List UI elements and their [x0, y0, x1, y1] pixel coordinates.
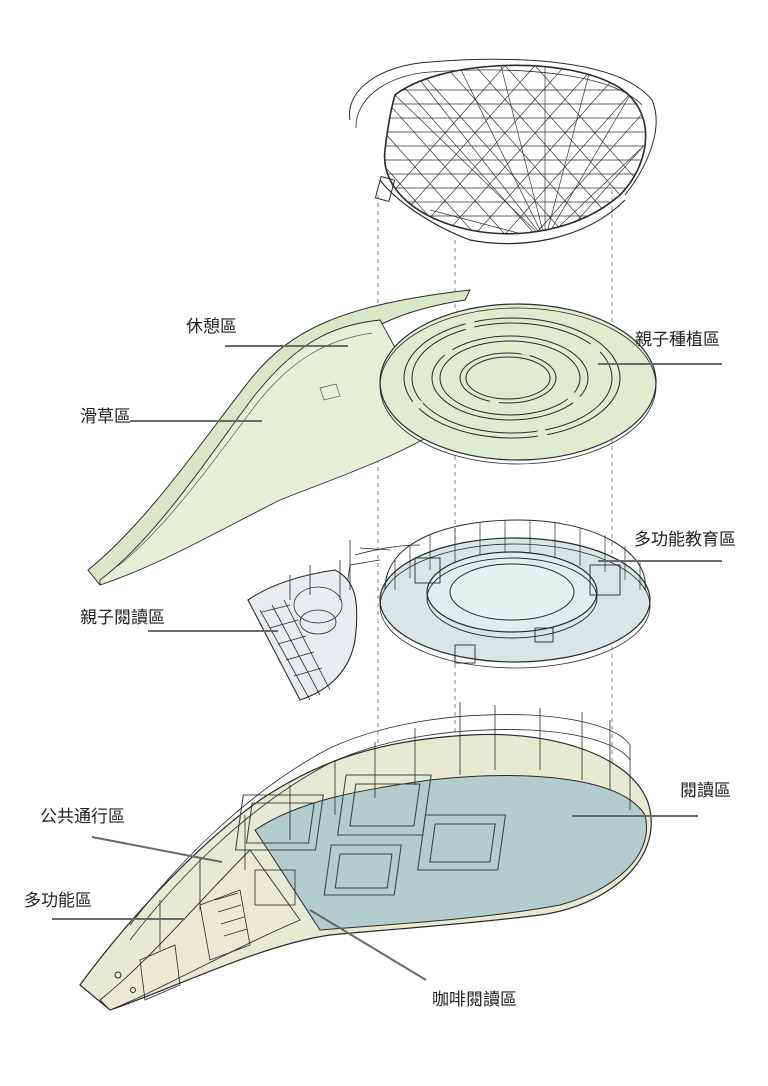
label-multifunction-education-area: 多功能教育區 — [634, 530, 736, 550]
education-layer — [344, 519, 651, 669]
leader-lines — [52, 345, 722, 981]
label-parent-child-reading-area: 親子閱讀區 — [80, 608, 165, 628]
parent-child-reading-annex — [247, 540, 421, 701]
leader-public-passage-area — [91, 836, 223, 863]
label-public-passage-area: 公共通行區 — [40, 807, 125, 827]
label-grass-slide-area: 滑草區 — [80, 407, 131, 427]
label-rest-area: 休憩區 — [186, 317, 237, 337]
leader-cafe-reading-area — [309, 909, 427, 981]
roof-dome-wireframe — [349, 58, 657, 245]
label-multifunction-area: 多功能區 — [24, 891, 92, 911]
label-reading-area: 閱讀區 — [680, 781, 731, 801]
ground-floor-layer — [79, 702, 652, 1011]
roof-terrace-layer — [87, 289, 657, 586]
label-parent-child-planting-area: 親子種植區 — [635, 330, 720, 350]
label-cafe-reading-area: 咖啡閱讀區 — [432, 990, 517, 1010]
